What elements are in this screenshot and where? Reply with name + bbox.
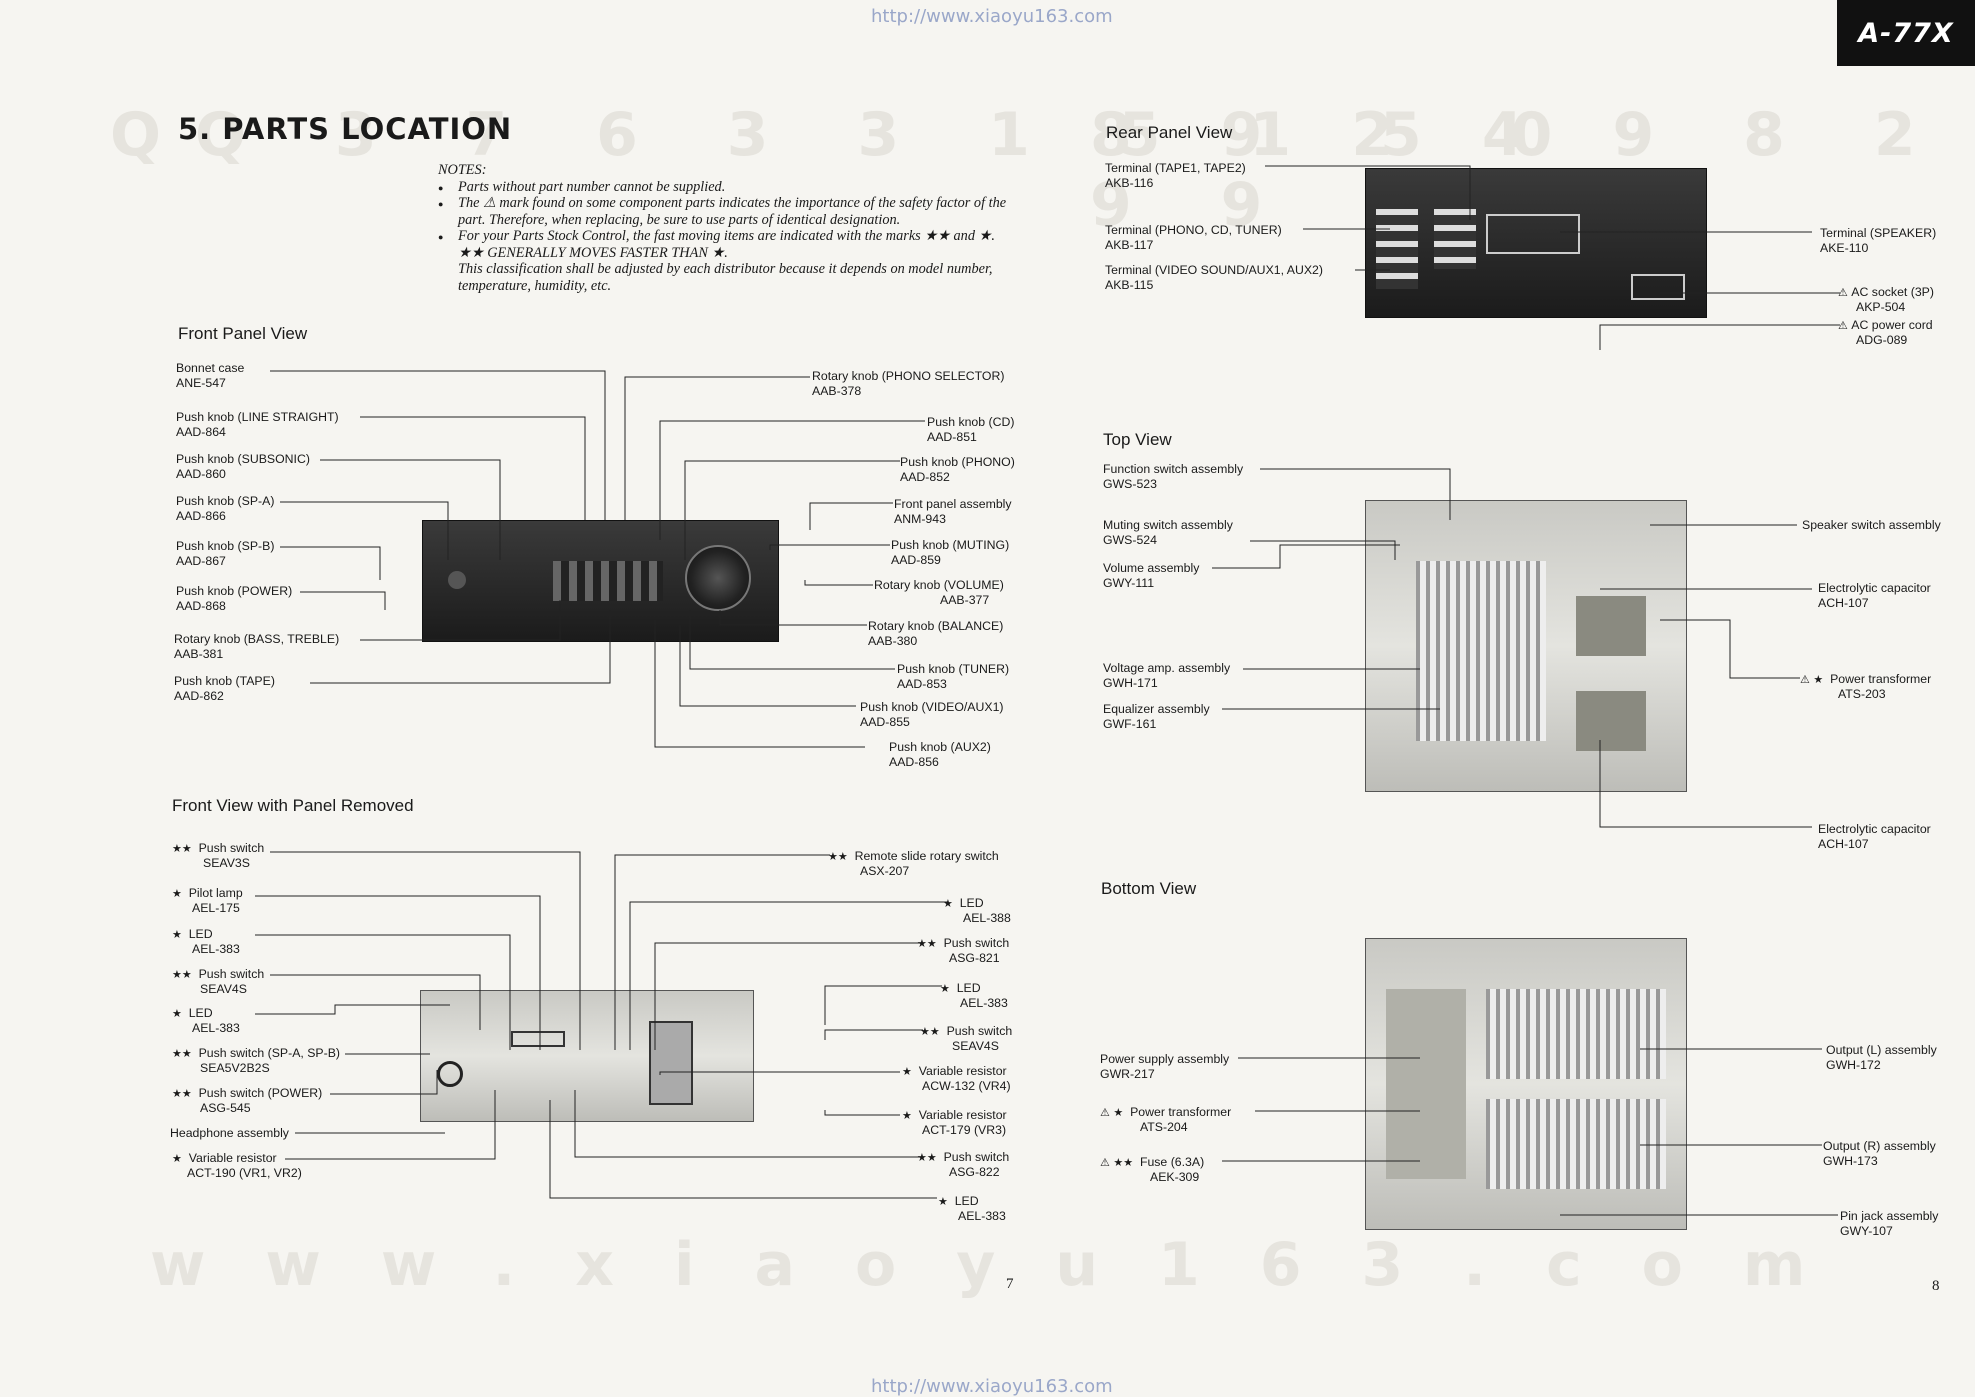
top-label-speaker-switch: Speaker switch assembly bbox=[1802, 518, 1941, 532]
rear-label-terminal-phono: Terminal (PHONO, CD, TUNER)AKB-117 bbox=[1105, 223, 1282, 252]
transformer-icon bbox=[1576, 691, 1646, 751]
speaker-terminal-icon bbox=[1486, 214, 1580, 254]
front-removed-photo bbox=[420, 990, 754, 1122]
transformer-icon bbox=[1576, 596, 1646, 656]
watermark-digits-right: 8 9 2 4 9 8 2 9 9 bbox=[1090, 100, 1950, 240]
note-extra: ★★ GENERALLY MOVES FASTER THAN ★. bbox=[458, 244, 728, 261]
removed-label-push-switch-sp: ★★ Push switch (SP-A, SP-B)SEA5V2B2S bbox=[172, 1046, 341, 1075]
model-tab: A-77X bbox=[1837, 0, 1975, 66]
front-label-tuner: Push knob (TUNER)AAD-853 bbox=[897, 662, 1010, 691]
page-number-right: 8 bbox=[1932, 1278, 1940, 1294]
note-item: For your Parts Stock Control, the fast m… bbox=[438, 228, 1018, 245]
rear-label-terminal-speaker: Terminal (SPEAKER)AKE-110 bbox=[1820, 226, 1937, 255]
top-view-photo bbox=[1365, 500, 1687, 792]
section-bottom: Bottom View bbox=[1101, 879, 1197, 898]
pcb-icon bbox=[1416, 561, 1546, 741]
front-label-bass-treble: Rotary knob (BASS, TREBLE)AAB-381 bbox=[174, 632, 340, 661]
removed-label-headphone-assembly: Headphone assembly bbox=[170, 1126, 289, 1140]
push-knob-row-icon bbox=[553, 561, 663, 601]
page-number-left: 7 bbox=[1006, 1276, 1014, 1292]
front-label-aux2: Push knob (AUX2)AAD-856 bbox=[889, 740, 991, 769]
bottom-url[interactable]: http://www.xiaoyu163.com bbox=[871, 1376, 1113, 1397]
front-label-sp-b: Push knob (SP-B)AAD-867 bbox=[176, 539, 275, 568]
notes-heading: NOTES: bbox=[438, 162, 487, 178]
section-front-panel: Front Panel View bbox=[178, 324, 308, 343]
front-label-phono-selector: Rotary knob (PHONO SELECTOR)AAB-378 bbox=[812, 369, 1005, 398]
front-label-power: Push knob (POWER)AAD-868 bbox=[176, 584, 293, 613]
removed-label-push-switch-power: ★★ Push switch (POWER)ASG-545 bbox=[172, 1086, 323, 1115]
terminal-block-icon bbox=[1376, 209, 1418, 289]
top-url[interactable]: http://www.xiaoyu163.com bbox=[871, 6, 1113, 27]
front-label-tape: Push knob (TAPE)AAD-862 bbox=[174, 674, 275, 703]
section-front-removed: Front View with Panel Removed bbox=[172, 796, 414, 815]
front-label-phono: Push knob (PHONO)AAD-852 bbox=[900, 455, 1015, 484]
front-label-sp-a: Push knob (SP-A)AAD-866 bbox=[176, 494, 275, 523]
ac-socket-icon bbox=[1631, 274, 1685, 300]
output-r-board-icon bbox=[1486, 1099, 1666, 1189]
notes-block: NOTES: Parts without part number cannot … bbox=[438, 162, 1018, 294]
rear-label-terminal-video: Terminal (VIDEO SOUND/AUX1, AUX2)AKB-115 bbox=[1105, 263, 1323, 292]
section-rear-panel: Rear Panel View bbox=[1106, 123, 1233, 142]
volume-knob-icon bbox=[685, 545, 751, 611]
switch-block-icon bbox=[649, 1021, 693, 1105]
front-label-line-straight: Push knob (LINE STRAIGHT)AAD-864 bbox=[176, 410, 339, 439]
jack-icon bbox=[437, 1061, 463, 1087]
page-title: 5. PARTS LOCATION bbox=[178, 112, 513, 146]
lamp-holder-icon bbox=[511, 1031, 565, 1047]
note-item: The ⚠ mark found on some component parts… bbox=[438, 195, 1018, 228]
front-panel-photo bbox=[422, 520, 779, 642]
note-item: Parts without part number cannot be supp… bbox=[438, 179, 1018, 196]
front-label-cd: Push knob (CD)AAD-851 bbox=[927, 415, 1015, 444]
rear-label-terminal-tape: Terminal (TAPE1, TAPE2)AKB-116 bbox=[1105, 161, 1246, 190]
front-label-subsonic: Push knob (SUBSONIC)AAD-860 bbox=[176, 452, 310, 481]
section-top: Top View bbox=[1103, 430, 1172, 449]
bottom-label-fuse: ⚠ ★★ Fuse (6.3A)AEK-309 bbox=[1100, 1155, 1205, 1184]
front-label-balance: Rotary knob (BALANCE)AAB-380 bbox=[868, 619, 1004, 648]
terminal-block-icon bbox=[1434, 209, 1476, 269]
front-label-video-aux1: Push knob (VIDEO/AUX1)AAD-855 bbox=[860, 700, 1004, 729]
output-l-board-icon bbox=[1486, 989, 1666, 1079]
watermark-digits-left: QQ 3 7 6 3 3 1 5 1 5 0 bbox=[110, 100, 1587, 170]
rear-label-ac-socket: ⚠ AC socket (3P)AKP-504 bbox=[1838, 285, 1934, 314]
power-supply-board-icon bbox=[1386, 989, 1466, 1179]
bottom-view-photo bbox=[1365, 938, 1687, 1230]
front-label-muting: Push knob (MUTING)AAD-859 bbox=[891, 538, 1010, 567]
watermark-site: www.xiaoyu163.com bbox=[150, 1230, 1866, 1300]
knob-icon bbox=[448, 571, 466, 589]
note-extra: This classification shall be adjusted by… bbox=[458, 261, 993, 294]
rear-panel-photo bbox=[1365, 168, 1707, 318]
front-label-volume: Rotary knob (VOLUME)AAB-377 bbox=[874, 578, 1004, 607]
